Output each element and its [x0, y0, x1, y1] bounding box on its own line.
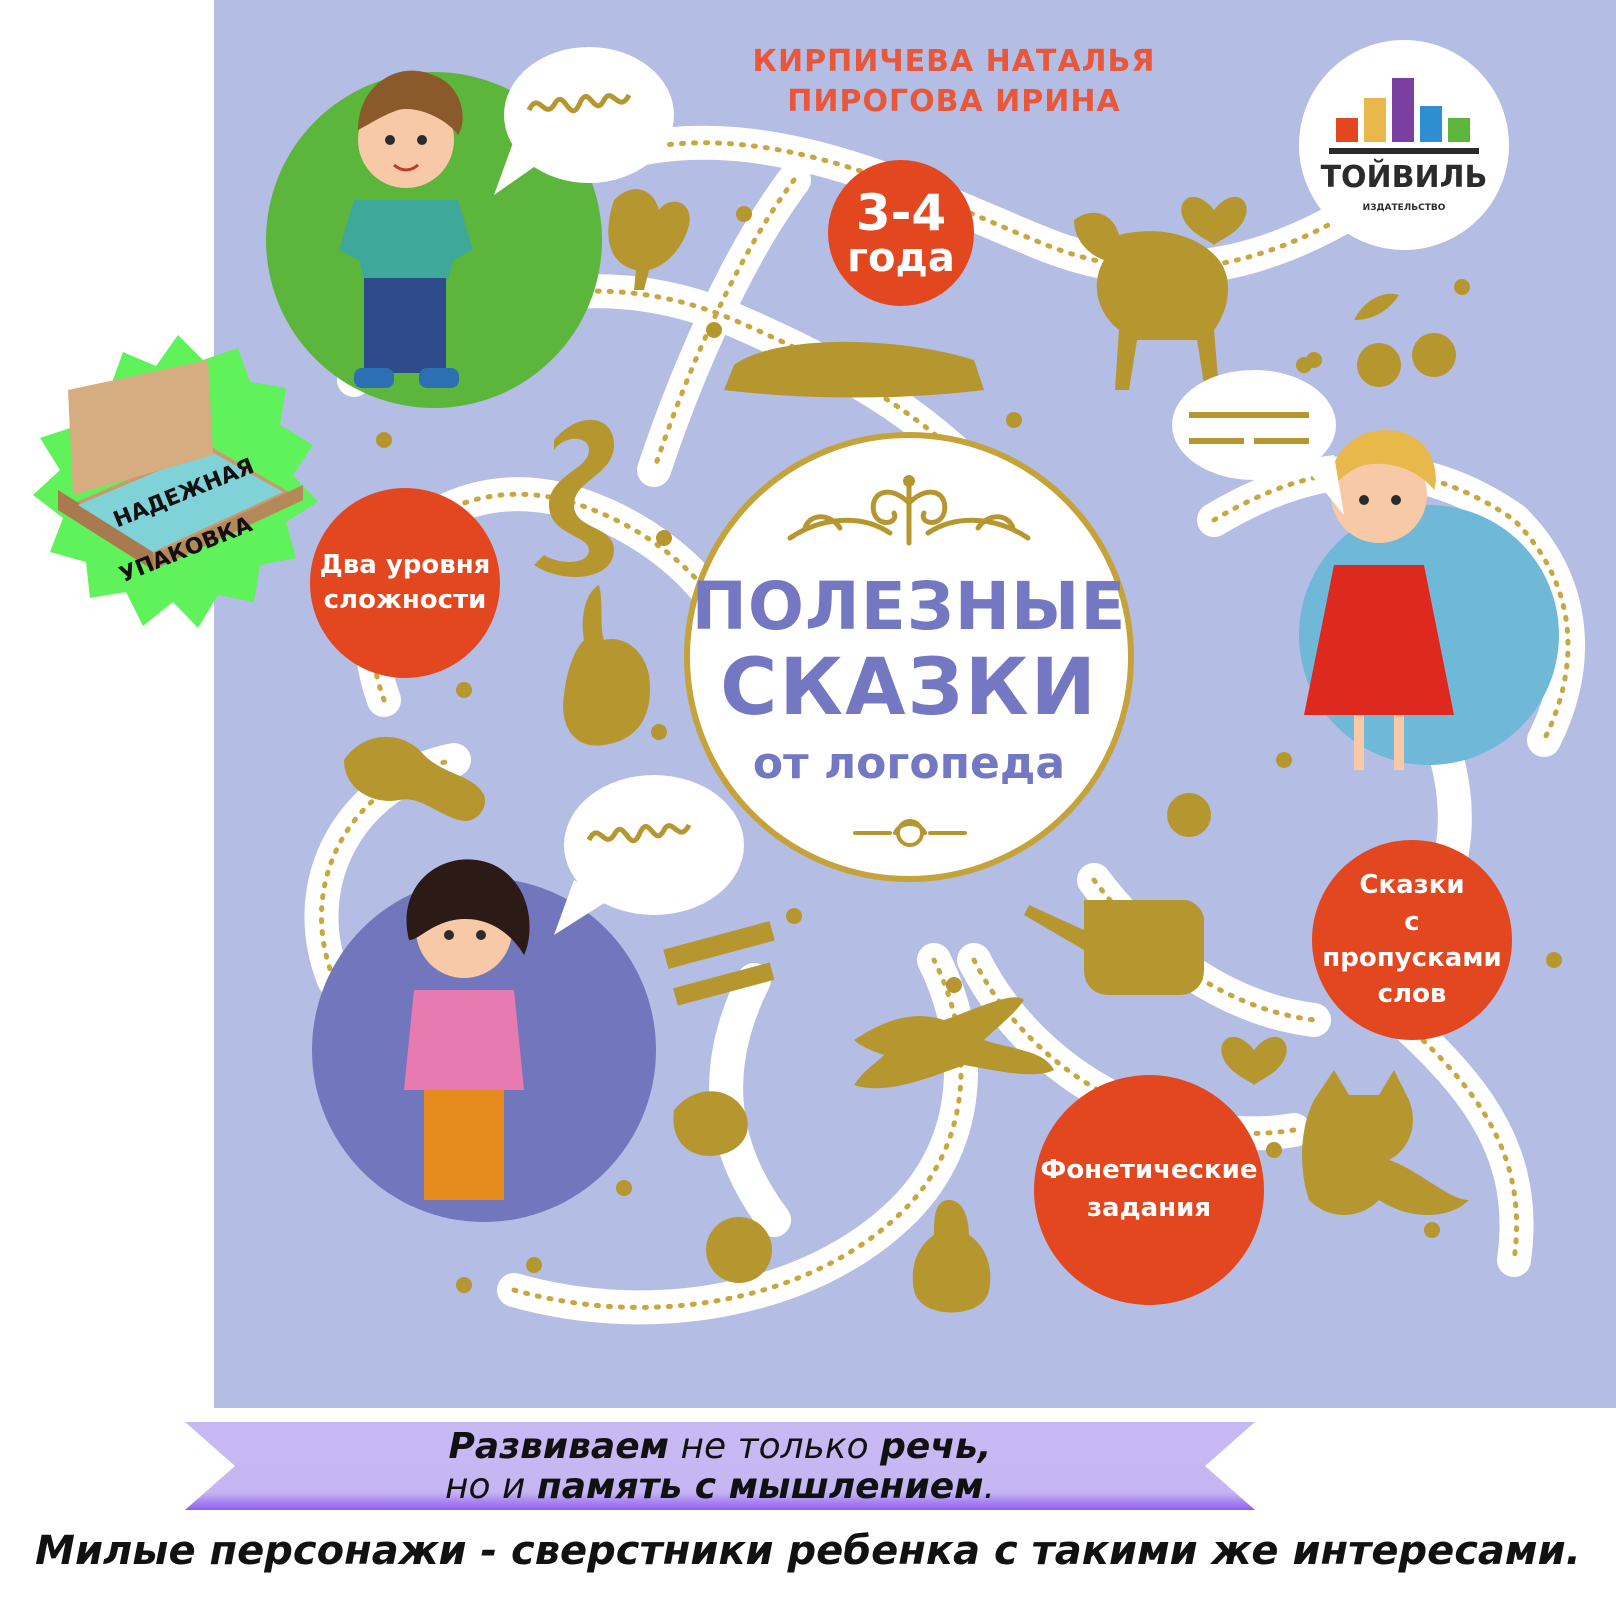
author-2: ПИРОГОВА ИРИНА — [787, 84, 1121, 119]
boy-illustration — [339, 70, 473, 388]
feature-two-levels-line1: Два уровня — [319, 549, 491, 580]
publisher-name: ТОЙВИЛЬ — [1320, 160, 1488, 195]
stamp-badge-icon — [33, 335, 318, 628]
title-line-1: ПОЛЕЗНЫЕ — [691, 568, 1127, 645]
girl-left-illustration — [404, 859, 530, 1200]
age-range: 3-4 — [855, 184, 947, 242]
feature-gaps-line1: Сказки — [1359, 870, 1465, 901]
tagline-line-2: но и память с мышлением. — [185, 1466, 1255, 1507]
age-badge: 3-4 года — [828, 160, 974, 306]
reliable-packaging-stamp: НАДЕЖНАЯ УПАКОВКА — [18, 330, 338, 650]
tagline-bold-memory: память с мышлением — [536, 1466, 984, 1507]
tagline-line-1: Развиваем не только речь, — [185, 1426, 1255, 1467]
tagline-bold-develop: Развиваем — [448, 1426, 670, 1467]
age-unit: года — [847, 235, 955, 281]
feature-phonetic-badge: Фонетические задания — [1034, 1075, 1264, 1305]
publisher-subtitle: ИЗДАТЕЛЬСТВО — [1362, 203, 1446, 213]
girl-right-illustration — [1304, 430, 1454, 770]
bottom-caption: Милые персонажи - сверстники ребенка с т… — [35, 1528, 1581, 1574]
ornament-bottom-icon — [853, 819, 967, 847]
feature-two-levels-badge: Два уровня сложности — [310, 488, 500, 678]
book-cover: КИРПИЧЕВА НАТАЛЬЯ ПИРОГОВА ИРИНА ТОЙВИЛЬ… — [214, 0, 1616, 1408]
title-line-3: от логопеда — [752, 738, 1066, 789]
feature-gaps-badge: Сказки с пропусками слов — [1312, 840, 1512, 1040]
tagline-ribbon-icon — [185, 1422, 1255, 1510]
tagline-banner: Развиваем не только речь, но и память с … — [185, 1422, 1255, 1510]
board-game-background — [266, 40, 1585, 1325]
feature-phonetic-line2: задания — [1086, 1193, 1212, 1223]
tagline-pre-text: но и — [445, 1466, 537, 1507]
feature-phonetic-line1: Фонетические — [1040, 1155, 1258, 1186]
ornament-top-icon — [787, 475, 1031, 546]
tagline-mid-text: не только — [669, 1426, 881, 1467]
feature-gaps-line2: с пропусками — [1322, 906, 1502, 973]
feature-gaps-line3: слов — [1377, 979, 1447, 1010]
tagline-end-text: . — [983, 1466, 995, 1507]
author-1: КИРПИЧЕВА НАТАЛЬЯ — [752, 44, 1156, 79]
title-line-2: СКАЗКИ — [720, 643, 1098, 733]
box-icon — [58, 360, 303, 570]
tagline-bold-speech: речь, — [880, 1426, 992, 1467]
feature-two-levels-line2: сложности — [323, 585, 487, 615]
title-circle: ПОЛЕЗНЫЕ СКАЗКИ от логопеда — [684, 432, 1134, 882]
